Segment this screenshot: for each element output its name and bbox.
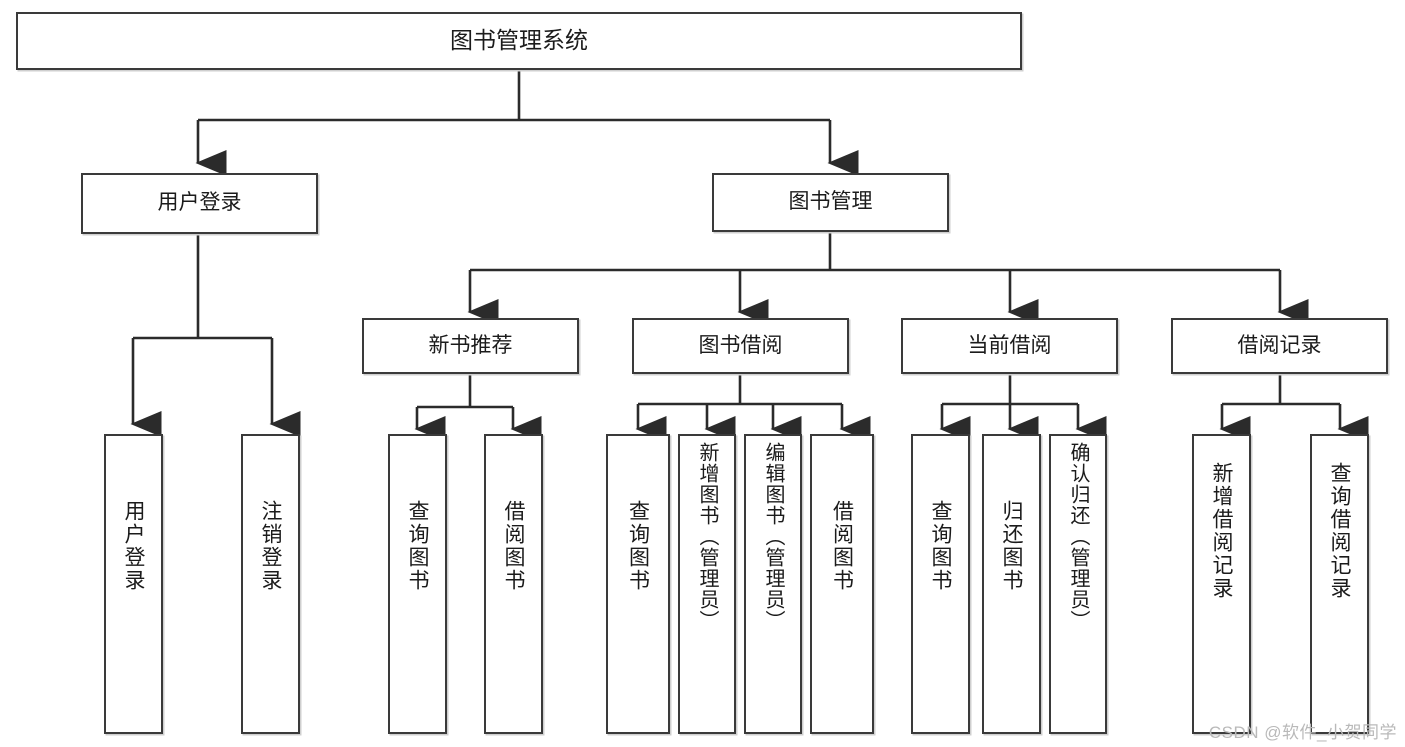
node-label: 用户登录 bbox=[157, 191, 242, 215]
node-label: 用户登录 bbox=[122, 500, 145, 592]
node-label: 借阅图书 bbox=[830, 500, 854, 592]
leaf-query-book-borrow[interactable]: 查询图书 bbox=[606, 434, 670, 734]
node-label: 当前借阅 bbox=[967, 333, 1052, 357]
node-book-management[interactable]: 图书管理 bbox=[712, 173, 949, 232]
node-label: 图书管理系统 bbox=[450, 27, 588, 54]
node-label: 图书借阅 bbox=[698, 333, 783, 357]
node-label: 归还图书 bbox=[1000, 500, 1023, 592]
node-label: 查询图书 bbox=[406, 500, 429, 592]
node-current-borrow[interactable]: 当前借阅 bbox=[901, 318, 1118, 374]
leaf-return-book[interactable]: 归还图书 bbox=[982, 434, 1041, 734]
csdn-watermark: CSDN @软件_小贺同学 bbox=[1208, 723, 1397, 742]
node-label: 确认归还（管理员） bbox=[1067, 442, 1089, 631]
node-label: 图书管理 bbox=[788, 190, 873, 214]
leaf-user-login[interactable]: 用户登录 bbox=[104, 434, 163, 734]
leaf-query-borrow-record[interactable]: 查询借阅记录 bbox=[1310, 434, 1369, 734]
leaf-borrow-book-new[interactable]: 借阅图书 bbox=[484, 434, 543, 734]
node-new-book-recommend[interactable]: 新书推荐 bbox=[362, 318, 579, 374]
node-label: 新增借阅记录 bbox=[1210, 462, 1233, 600]
node-label: 注销登录 bbox=[259, 500, 282, 592]
leaf-add-book-admin[interactable]: 新增图书（管理员） bbox=[678, 434, 736, 734]
leaf-add-borrow-record[interactable]: 新增借阅记录 bbox=[1192, 434, 1251, 734]
node-label: 新增图书（管理员） bbox=[696, 442, 718, 631]
leaf-confirm-return-admin[interactable]: 确认归还（管理员） bbox=[1049, 434, 1107, 734]
node-root-book-management-system[interactable]: 图书管理系统 bbox=[16, 12, 1022, 70]
node-label: 新书推荐 bbox=[428, 333, 513, 357]
node-label: 查询借阅记录 bbox=[1328, 462, 1351, 600]
node-label: 编辑图书（管理员） bbox=[762, 442, 784, 631]
leaf-query-book-new[interactable]: 查询图书 bbox=[388, 434, 447, 734]
node-label: 查询图书 bbox=[929, 500, 952, 592]
leaf-logout[interactable]: 注销登录 bbox=[241, 434, 300, 734]
node-label: 查询图书 bbox=[626, 500, 650, 592]
node-borrow-record[interactable]: 借阅记录 bbox=[1171, 318, 1388, 374]
node-label: 借阅图书 bbox=[502, 500, 525, 592]
node-book-borrow[interactable]: 图书借阅 bbox=[632, 318, 849, 374]
leaf-query-book-current[interactable]: 查询图书 bbox=[911, 434, 970, 734]
node-label: 借阅记录 bbox=[1237, 333, 1322, 357]
node-user-login[interactable]: 用户登录 bbox=[81, 173, 318, 234]
leaf-borrow-book[interactable]: 借阅图书 bbox=[810, 434, 874, 734]
leaf-edit-book-admin[interactable]: 编辑图书（管理员） bbox=[744, 434, 802, 734]
